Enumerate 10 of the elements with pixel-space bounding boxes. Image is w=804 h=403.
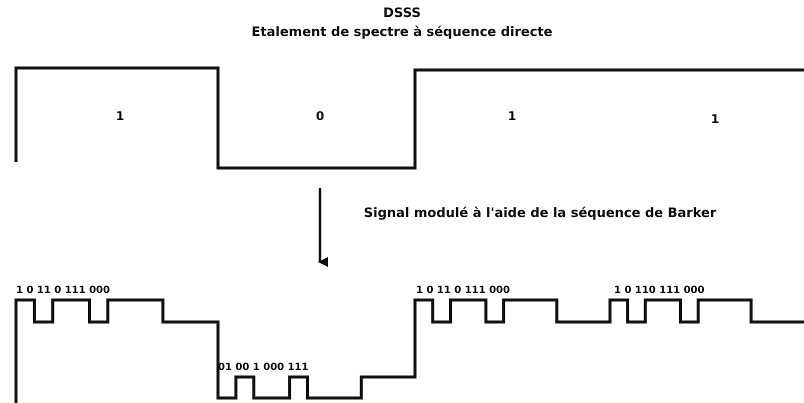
bit-value: 0 [316,110,324,122]
diagram-title: DSSS [383,7,421,20]
bit-value: 1 [710,113,720,125]
diagram-subtitle: Etalement de spectre à séquence directe [252,26,552,39]
chip-sequence: 1 0 11 0 111 000 [416,286,510,296]
bit-value: 1 [116,110,124,122]
chip-sequence: 1 0 110 111 000 [614,286,704,296]
bit-value: 1 [508,110,516,122]
chip-sequence: 1 0 11 0 111 000 [16,286,110,296]
modulation-note: Signal modulé à l'aide de la séquence de Barker [362,206,718,223]
